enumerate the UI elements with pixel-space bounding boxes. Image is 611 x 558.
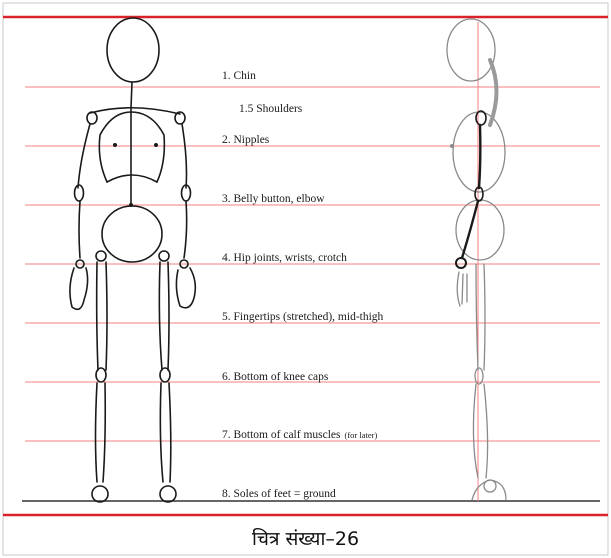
front-left-thigh: [97, 262, 107, 370]
front-right-hand: [176, 268, 195, 308]
side-foot: [472, 480, 506, 500]
front-left-forearm: [79, 201, 80, 258]
guide-lines: [25, 87, 600, 441]
figure-caption: चित्र संख्या–26: [0, 517, 611, 558]
front-right-nipple-dot: [154, 143, 158, 147]
label-soles: 8. Soles of feet = ground: [222, 488, 336, 500]
front-left-hip-joint: [96, 251, 106, 261]
front-left-upper-arm: [78, 124, 90, 188]
side-upper-arm: [479, 125, 480, 188]
label-calf-muscles: 7. Bottom of calf muscles(for later): [222, 429, 377, 441]
front-right-knee: [160, 368, 170, 382]
front-figure: [70, 18, 195, 502]
front-right-shin: [160, 383, 170, 482]
label-fingertips: 5. Fingertips (stretched), mid-thigh: [222, 311, 384, 323]
side-neck: [490, 60, 497, 125]
front-head: [107, 18, 159, 82]
front-pelvis: [102, 206, 162, 262]
label-shoulders: 1.5 Shoulders: [239, 103, 303, 115]
front-right-hip-joint: [159, 251, 169, 261]
side-forearm: [462, 201, 478, 258]
front-right-foot: [160, 486, 176, 502]
front-right-thigh: [159, 262, 169, 370]
front-ribcage-bottom: [107, 175, 157, 182]
front-left-hand: [70, 268, 88, 309]
front-left-foot: [92, 486, 108, 502]
side-thigh: [476, 264, 485, 370]
side-wrist: [456, 258, 466, 268]
front-ribcage: [99, 112, 164, 182]
label-nipples: 2. Nipples: [222, 134, 270, 146]
side-nipple-dot: [450, 144, 454, 148]
front-left-knee: [96, 368, 106, 382]
side-head: [447, 19, 495, 81]
front-right-upper-arm: [182, 124, 187, 188]
labels: 1. Chin 1.5 Shoulders 2. Nipples 3. Bell…: [222, 70, 384, 500]
outer-border: [3, 3, 608, 555]
side-hand-fingers: [457, 272, 467, 306]
side-ankle: [484, 480, 496, 492]
front-left-nipple-dot: [113, 143, 117, 147]
front-left-shin: [96, 383, 106, 482]
label-chin: 1. Chin: [222, 70, 256, 82]
label-belly-button: 3. Belly button, elbow: [222, 193, 325, 205]
front-left-elbow: [75, 185, 84, 201]
front-right-forearm: [184, 201, 187, 258]
front-left-shoulder-joint: [87, 112, 97, 124]
side-shin: [473, 384, 487, 478]
front-shoulder-line: [90, 108, 180, 114]
front-belly-button-dot: [129, 203, 133, 207]
label-hip-joints: 4. Hip joints, wrists, crotch: [222, 252, 347, 264]
front-neck: [131, 82, 132, 108]
label-knee-caps: 6. Bottom of knee caps: [222, 371, 329, 383]
